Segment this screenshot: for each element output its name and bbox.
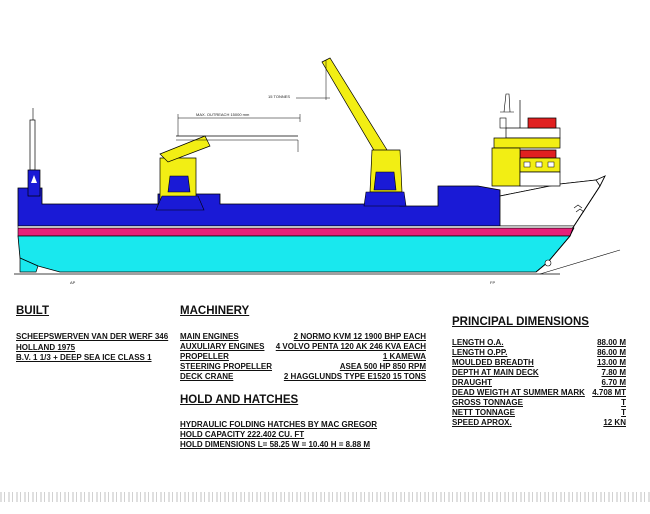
- principal-row-label: MOULDED BREADTH: [452, 358, 534, 367]
- machinery-row-value: 2 NORMO KVM 12 1900 BHP EACH: [293, 332, 426, 341]
- forward-crane: [296, 57, 407, 207]
- scan-artifact-line: [0, 492, 650, 502]
- machinery-title: MACHINERY: [180, 305, 250, 317]
- swl-label: 15 TONNES: [268, 94, 291, 99]
- hull: [14, 175, 621, 275]
- principal-row-label: DRAUGHT: [452, 378, 492, 387]
- hold-line-3: HOLD DIMENSIONS L= 58.25 W = 10.40 H = 8…: [180, 440, 371, 449]
- ref-mark-fwd: FP: [490, 280, 496, 285]
- machinery-row-label: AUXULIARY ENGINES: [180, 342, 265, 351]
- outreach-dimension: [177, 114, 301, 136]
- principal-row-label: LENGTH O.A.: [452, 338, 504, 347]
- machinery-row-label: STEERING PROPELLER: [180, 362, 273, 371]
- machinery-row-value: 1 KAMEWA: [382, 352, 426, 361]
- principal-row-value: 12 KN: [603, 418, 626, 427]
- machinery-row-label: MAIN ENGINES: [180, 332, 239, 341]
- principal-row-label: DEPTH AT MAIN DECK: [452, 368, 539, 377]
- principal-row-label: DEAD WEIGTH AT SUMMER MARK: [452, 388, 585, 397]
- machinery-row-value: ASEA 500 HP 850 RPM: [339, 362, 426, 371]
- ship-profile-drawing: [14, 57, 621, 275]
- hold-line-1: HYDRAULIC FOLDING HATCHES BY MAC GREGOR: [180, 420, 378, 429]
- built-title: BUILT: [16, 305, 50, 317]
- principal-row-label: NETT TONNAGE: [452, 408, 515, 417]
- principal-row-value: T: [621, 398, 626, 407]
- principal-title: PRINCIPAL DIMENSIONS: [452, 316, 589, 328]
- outreach-label: MAX. OUTREACH 15000 mm: [196, 112, 250, 117]
- principal-row-value: 13.00 M: [597, 358, 626, 367]
- built-line-2: HOLLAND 1975: [16, 343, 76, 352]
- machinery-row-value: 2 HAGGLUNDS TYPE E1520 15 TONS: [283, 372, 426, 381]
- built-line-1: SCHEEPSWERVEN VAN DER WERF 346: [16, 332, 169, 341]
- aft-crane: [155, 135, 299, 211]
- hold-line-2: HOLD CAPACITY 222.402 CU. FT: [180, 430, 305, 439]
- principal-row-value: 86.00 M: [597, 348, 626, 357]
- principal-row-value: 7.80 M: [601, 368, 626, 377]
- built-line-3: B.V. 1 1/3 + DEEP SEA ICE CLASS 1: [16, 353, 152, 362]
- principal-row-value: T: [621, 408, 626, 417]
- principal-row-value: 6.70 M: [601, 378, 626, 387]
- hold-title: HOLD AND HATCHES: [180, 394, 299, 406]
- superstructure: [491, 93, 561, 187]
- ref-mark-aft: AP: [70, 280, 76, 285]
- principal-row-label: LENGTH O.PP.: [452, 348, 508, 357]
- machinery-row-label: PROPELLER: [180, 352, 229, 361]
- principal-row-label: GROSS TONNAGE: [452, 398, 523, 407]
- principal-row-value: 4.708 MT: [592, 388, 626, 397]
- machinery-row-value: 4 VOLVO PENTA 120 AK 246 KVA EACH: [275, 342, 426, 351]
- principal-row-value: 88.00 M: [597, 338, 626, 347]
- machinery-row-label: DECK CRANE: [180, 372, 234, 381]
- stern-mast: [27, 108, 41, 197]
- principal-row-label: SPEED APROX.: [452, 418, 512, 427]
